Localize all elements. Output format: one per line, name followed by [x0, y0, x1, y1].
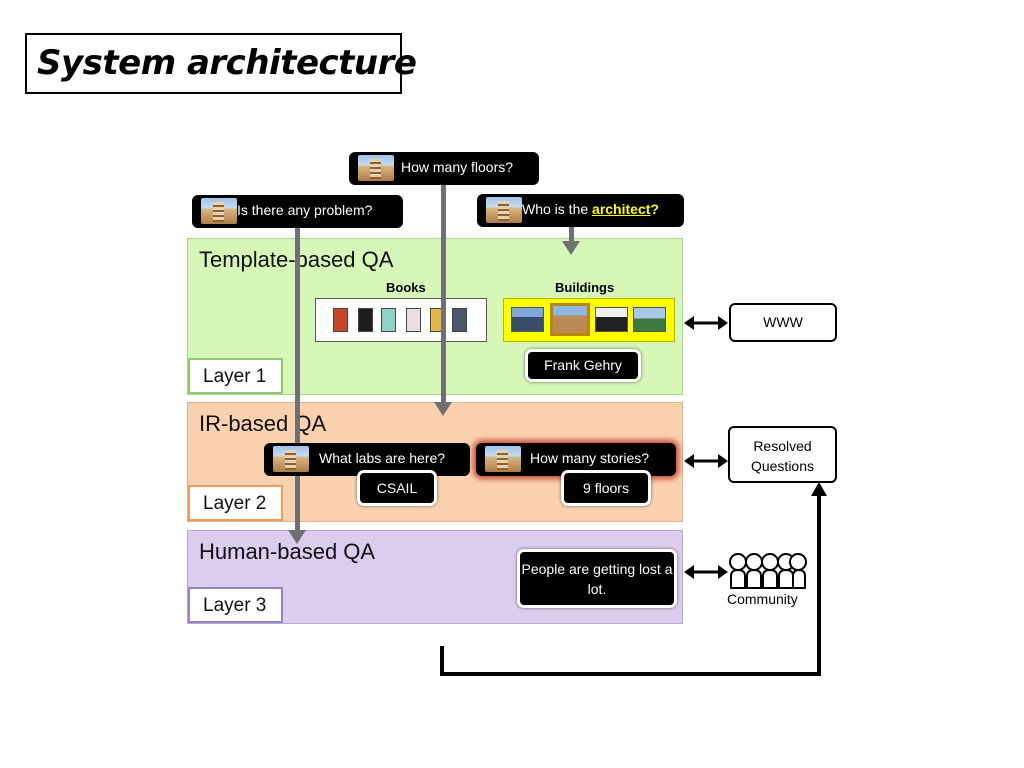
building-thumbnail-icon: [486, 197, 522, 223]
feedback-loop-arrow-icon: [440, 482, 827, 676]
building-thumbnail-icon: [358, 155, 394, 181]
question-any-problem[interactable]: Is there any problem?: [192, 195, 403, 228]
question-who-is-architect[interactable]: Who is the architect?: [477, 194, 684, 227]
book-cover-image: [452, 308, 467, 332]
buildings-strip: [503, 298, 675, 342]
community-label: Community: [727, 591, 798, 607]
book-cover-image: [333, 308, 348, 332]
building-photo-selected: [550, 303, 590, 336]
building-thumbnail-icon: [485, 446, 521, 472]
answer-people-getting-lost: People are getting lost a lot.: [517, 549, 677, 608]
answer-csail: CSAIL: [357, 470, 437, 506]
books-strip: [315, 298, 487, 342]
books-label: Books: [386, 280, 426, 295]
question-text: How many floors?: [401, 159, 514, 175]
www-box: WWW: [729, 303, 837, 342]
question-prefix: Who is the: [522, 201, 593, 217]
resolved-questions-box: Resolved Questions: [728, 426, 837, 483]
problem-arrow-head-icon: [288, 530, 306, 544]
architect-flow-line: [569, 227, 574, 241]
building-thumbnail-icon: [273, 446, 309, 472]
floors-arrow-head-icon: [434, 402, 452, 416]
problem-flow-line: [295, 227, 300, 532]
layer-1-tag: Layer 1: [188, 358, 283, 394]
community-people-icon: [726, 552, 810, 590]
question-text: How many stories?: [530, 450, 650, 466]
book-cover-image: [358, 308, 373, 332]
building-thumbnail-icon: [201, 198, 237, 224]
slide-title: System architecture: [37, 43, 417, 83]
book-cover-image: [406, 308, 421, 332]
resolved-line-1: Resolved: [753, 438, 812, 454]
building-photo: [633, 307, 666, 332]
slide-title-box: System architecture: [25, 33, 417, 94]
question-keyword-architect: architect: [592, 201, 651, 217]
layer-3-human-qa: Human-based QA Layer 3: [187, 530, 683, 624]
question-text: What labs are here?: [319, 450, 446, 466]
book-cover-image: [381, 308, 396, 332]
building-photo: [511, 307, 544, 332]
layer-2-tag: Layer 2: [188, 485, 283, 521]
resolved-line-2: Questions: [750, 458, 815, 474]
buildings-label: Buildings: [555, 280, 615, 295]
question-text: Is there any problem?: [237, 202, 373, 218]
layer-3-title: Human-based QA: [199, 539, 376, 564]
floors-flow-line: [441, 184, 446, 404]
layer1-www-arrow-icon: [684, 316, 728, 330]
layer-2-title: IR-based QA: [199, 411, 327, 436]
layer3-community-arrow-icon: [684, 565, 728, 579]
question-how-many-floors[interactable]: How many floors?: [349, 152, 539, 185]
question-text: Who is the architect?: [522, 201, 659, 217]
question-suffix: ?: [650, 201, 659, 217]
architect-arrow-head-icon: [562, 241, 580, 255]
answer-frank-gehry: Frank Gehry: [525, 349, 641, 382]
building-photo: [595, 307, 628, 332]
answer-nine-floors: 9 floors: [561, 470, 651, 506]
layer2-resolved-arrow-icon: [684, 454, 728, 468]
layer-3-tag: Layer 3: [188, 587, 283, 623]
